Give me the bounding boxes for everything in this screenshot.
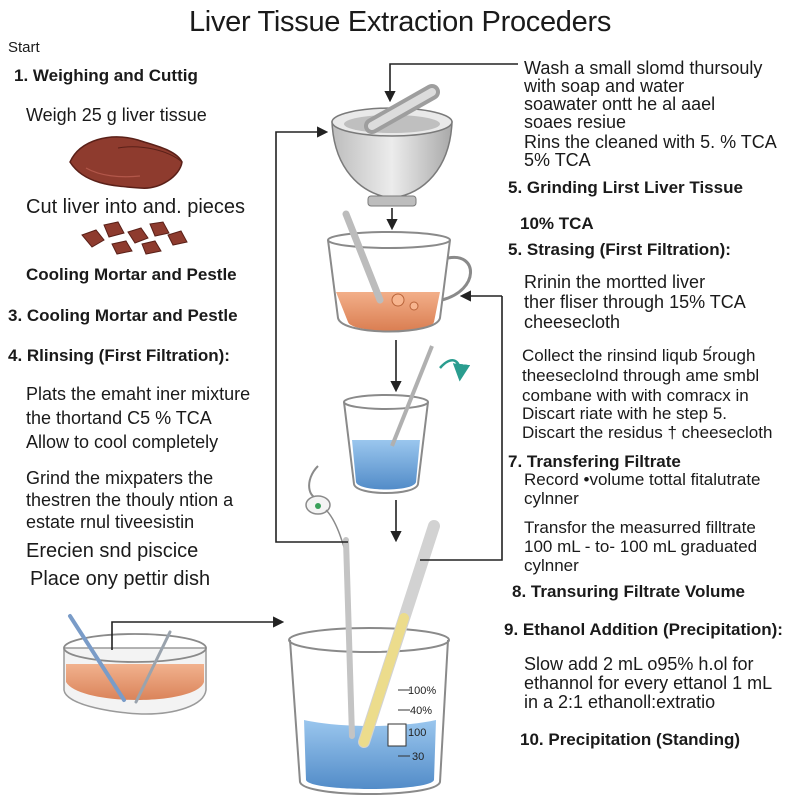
- step1-heading: 1. Weighing and Cuttig: [14, 66, 198, 85]
- step8-heading: 8. Transuring Filtrate Volume: [512, 582, 746, 601]
- beaker-mark-4: 30: [412, 751, 424, 763]
- wash-line-3: soawater ontt he al aael: [524, 94, 716, 114]
- cut-text: Cut liver into and. pieces: [26, 196, 246, 218]
- collect-line-1: Collect the rinsind liqub 5́rough: [522, 346, 756, 365]
- strain-line-1: Rrinin the mortted liver: [524, 272, 706, 292]
- collect-line-3: combane with with comracx in: [522, 386, 749, 405]
- step3-heading: 3. Cooling Mortar and Pestle: [8, 306, 238, 325]
- ethanol-line-1: Slow add 2 mL o95% h.ol for: [524, 654, 754, 674]
- ethanol-line-2: ethannol for every ettanol 1 mL: [524, 673, 773, 693]
- start-label: Start: [8, 39, 40, 56]
- beaker-mark-1: 100%: [408, 685, 436, 697]
- weigh-text: Weigh 25 g liver tissue: [26, 105, 207, 125]
- liver-pieces-icon: [81, 221, 188, 255]
- wash-line-6: 5% TCA: [524, 150, 591, 170]
- beaker-mark-2: 40%: [410, 705, 432, 717]
- transfer-line-2: 100 mL - to- 100 mL graduated: [524, 537, 758, 556]
- measuring-cup-icon: [327, 210, 472, 333]
- collect-line-2: theesecloInd through ame smbl: [522, 366, 760, 385]
- flow-arrows: [111, 63, 518, 650]
- swirl-arrow-icon: [439, 359, 471, 382]
- page-title: Liver Tissue Extraction Proceders: [188, 6, 612, 38]
- collect-line-5: Discart the residus † cheesecloth: [522, 423, 773, 442]
- arrow-dish-to-beaker: [111, 616, 285, 650]
- beaker-icon: [343, 345, 434, 494]
- place-line-1: Erecien snd piscice: [26, 540, 199, 562]
- grind-line-3: estate rnul tiveesistin: [26, 512, 195, 532]
- record-line-1: Record •volume tottal fitalutrate: [524, 470, 761, 489]
- wash-line-2: with soap and water: [524, 76, 685, 96]
- wash-line-1: Wash a small slomd thursouly: [524, 58, 763, 78]
- step5b-heading: 5. Strasing (First Filtration):: [508, 240, 731, 259]
- step4-heading: 4. Rlinsing (First Filtration):: [8, 346, 230, 365]
- transfer-line-3: cylnner: [524, 556, 579, 575]
- place-line-2: Place ony pettir dish: [30, 568, 211, 590]
- collect-line-4: Discart riate with he step 5.: [522, 404, 728, 423]
- grind-line-1: Grind the mixpaters the: [26, 468, 214, 488]
- tca-10-label: 10% TCA: [520, 214, 594, 233]
- wash-line-4: soaes resiue: [524, 112, 627, 132]
- strain-line-3: cheesecloth: [524, 312, 621, 332]
- transfer-line-1: Transfor the measurred filltrate: [524, 518, 756, 537]
- rinse-line-1: Plats the emaht iner mixture: [26, 384, 251, 404]
- liver-icon: [69, 136, 183, 189]
- ethanol-line-3: in a 2:1 ethanoll:extratio: [524, 692, 716, 712]
- step10-heading: 10. Precipitation (Standing): [520, 730, 741, 749]
- graduated-beaker-icon: 100% 40% 100 30: [288, 520, 450, 795]
- cooling-label: Cooling Mortar and Pestle: [26, 265, 237, 284]
- arrow-wash-to-mortar: [384, 63, 518, 103]
- petri-dish-icon: [63, 614, 207, 715]
- wash-line-5: Rins the cleaned with 5. % TCA: [524, 132, 777, 152]
- step5-heading: 5. Grinding Lirst Liver Tissue: [508, 178, 743, 197]
- step9-heading: 9. Ethanol Addition (Precipitation):: [504, 620, 783, 639]
- rinse-line-2: the thortand C5 % TCA: [26, 408, 212, 428]
- step7-heading: 7. Transfering Filtrate: [508, 452, 681, 471]
- beaker-mark-3: 100: [408, 727, 426, 739]
- mortar-pestle-icon: [331, 84, 453, 207]
- record-line-2: cylnner: [524, 489, 579, 508]
- arrow-right-loop: [420, 296, 503, 561]
- strain-line-2: ther fliser through 15% TCA: [524, 292, 746, 312]
- arrow-left-loop: [275, 126, 348, 543]
- grind-line-2: thestren the thouly ntion a: [26, 490, 234, 510]
- dropper-icon: [305, 465, 349, 561]
- rinse-line-3: Allow to cool completely: [26, 432, 219, 452]
